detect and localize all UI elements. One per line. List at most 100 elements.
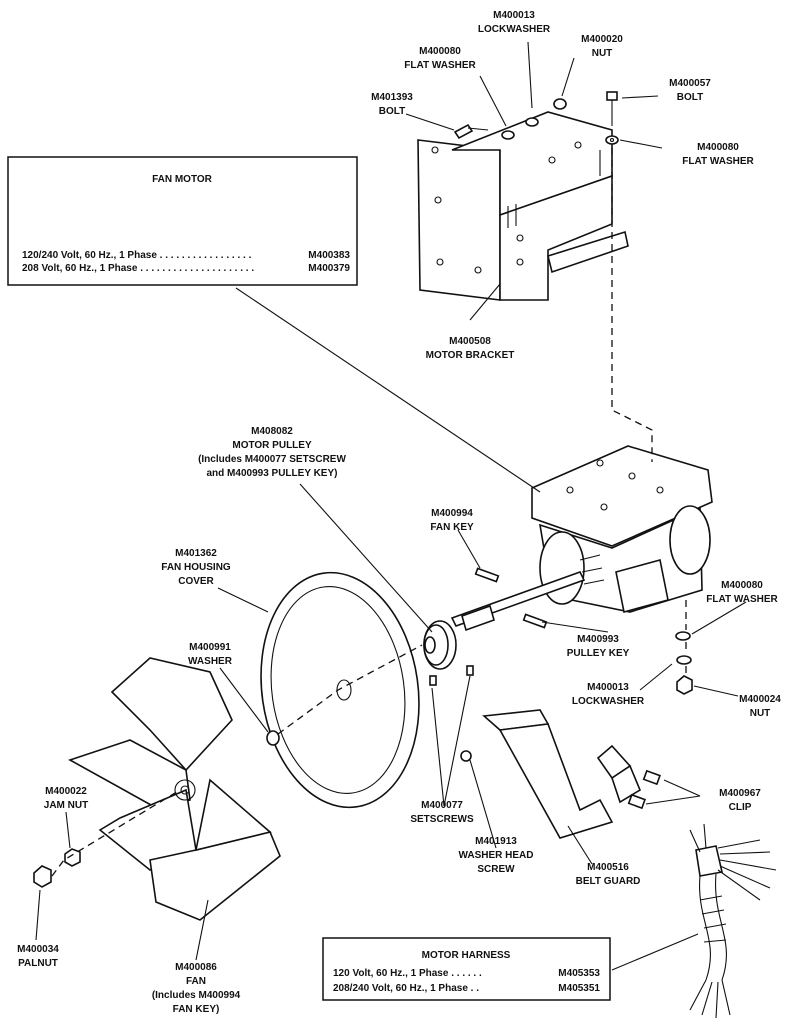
svg-text:PALNUT: PALNUT xyxy=(18,958,58,969)
svg-text:FAN KEY: FAN KEY xyxy=(430,522,474,533)
label-fan: M400086 FAN (Includes M400994 FAN KEY) xyxy=(152,962,241,1015)
washer-head-screw-drawing xyxy=(460,750,472,762)
leader-lines xyxy=(35,41,747,971)
fan-motor-title: FAN MOTOR xyxy=(152,174,213,185)
svg-text:M400077: M400077 xyxy=(421,800,463,811)
top-hardware-drawing xyxy=(453,91,619,145)
lockwasher-lower-drawing xyxy=(676,655,692,665)
label-bolt-top-right: M400057 BOLT xyxy=(669,78,711,103)
svg-text:FLAT WASHER: FLAT WASHER xyxy=(706,594,778,605)
svg-text:LOCKWASHER: LOCKWASHER xyxy=(572,696,645,707)
svg-text:M401913: M401913 xyxy=(475,836,517,847)
svg-text:COVER: COVER xyxy=(178,576,214,587)
label-lockwasher-lower: M400013 LOCKWASHER xyxy=(572,682,645,707)
fan-housing-cover-drawing xyxy=(260,571,420,809)
svg-text:M400013: M400013 xyxy=(493,10,535,21)
svg-text:(Includes M400994: (Includes M400994 xyxy=(152,990,241,1001)
svg-text:BOLT: BOLT xyxy=(677,92,703,103)
svg-text:M400508: M400508 xyxy=(449,336,491,347)
svg-text:(Includes M400077 SETSCREW: (Includes M400077 SETSCREW xyxy=(198,454,346,465)
belt-guard-drawing xyxy=(482,709,642,839)
part-labels: M400013 LOCKWASHER M400020 NUT M400080 F… xyxy=(17,10,781,1015)
motor-bracket-drawing xyxy=(417,111,629,301)
washer-drawing xyxy=(266,730,280,746)
assembly-centerlines xyxy=(51,148,687,877)
setscrew-2-drawing xyxy=(466,665,474,676)
svg-text:MOTOR BRACKET: MOTOR BRACKET xyxy=(426,350,515,361)
fan-motor-row-2-desc: 208 Volt, 60 Hz., 1 Phase . . . . . . . … xyxy=(22,263,254,274)
svg-text:M400080: M400080 xyxy=(721,580,763,591)
motor-harness-row-1-part: M405353 xyxy=(558,968,600,979)
svg-text:PULLEY KEY: PULLEY KEY xyxy=(567,648,630,659)
svg-text:and M400993 PULLEY KEY): and M400993 PULLEY KEY) xyxy=(207,468,338,479)
svg-text:NUT: NUT xyxy=(750,708,771,719)
label-belt-guard: M400516 BELT GUARD xyxy=(576,862,641,887)
svg-text:JAM NUT: JAM NUT xyxy=(44,800,88,811)
pulley-key-drawing xyxy=(522,613,548,629)
svg-text:M400080: M400080 xyxy=(697,142,739,153)
palnut-drawing xyxy=(33,865,52,888)
clip-1-drawing xyxy=(642,769,661,786)
svg-text:M401393: M401393 xyxy=(371,92,413,103)
setscrew-1-drawing xyxy=(429,675,437,686)
svg-text:MOTOR PULLEY: MOTOR PULLEY xyxy=(232,440,312,451)
fan-drawing xyxy=(68,657,281,921)
label-washer: M400991 WASHER xyxy=(188,642,233,667)
svg-text:M400022: M400022 xyxy=(45,786,87,797)
svg-text:M401362: M401362 xyxy=(175,548,217,559)
nut-lower-drawing xyxy=(676,675,693,695)
label-nut-top: M400020 NUT xyxy=(581,34,623,59)
fan-motor-table: FAN MOTOR 120/240 Volt, 60 Hz., 1 Phase … xyxy=(7,156,358,286)
svg-text:M400993: M400993 xyxy=(577,634,619,645)
label-motor-bracket: M400508 MOTOR BRACKET xyxy=(426,336,515,361)
svg-text:BELT GUARD: BELT GUARD xyxy=(576,876,641,887)
svg-text:LOCKWASHER: LOCKWASHER xyxy=(478,24,551,35)
svg-text:BOLT: BOLT xyxy=(379,106,405,117)
motor-harness-row-2-part: M405351 xyxy=(558,983,600,994)
svg-text:SETSCREWS: SETSCREWS xyxy=(410,814,474,825)
svg-text:M400516: M400516 xyxy=(587,862,629,873)
label-bolt-top-left: M401393 BOLT xyxy=(371,92,413,117)
clip-2-drawing xyxy=(627,793,646,810)
label-pulley-key: M400993 PULLEY KEY xyxy=(567,634,630,659)
motor-harness-title: MOTOR HARNESS xyxy=(422,950,511,961)
label-setscrews: M400077 SETSCREWS xyxy=(410,800,474,825)
label-motor-pulley: M408082 MOTOR PULLEY (Includes M400077 S… xyxy=(198,426,346,479)
fan-motor-row-1-part: M400383 xyxy=(308,250,350,261)
svg-text:FAN: FAN xyxy=(186,976,206,987)
motor-harness-row-1-desc: 120 Volt, 60 Hz., 1 Phase . . . . . . xyxy=(333,968,482,979)
svg-text:M400034: M400034 xyxy=(17,944,59,955)
svg-text:SCREW: SCREW xyxy=(477,864,515,875)
label-palnut: M400034 PALNUT xyxy=(17,944,59,969)
svg-text:WASHER HEAD: WASHER HEAD xyxy=(458,850,533,861)
svg-text:FLAT WASHER: FLAT WASHER xyxy=(682,156,754,167)
svg-text:WASHER: WASHER xyxy=(188,656,233,667)
fan-key-drawing xyxy=(474,567,500,583)
fan-motor-drawing xyxy=(450,445,713,632)
svg-text:FLAT WASHER: FLAT WASHER xyxy=(404,60,476,71)
svg-text:M400057: M400057 xyxy=(669,78,711,89)
label-nut-lower: M400024 NUT xyxy=(739,694,781,719)
svg-text:M400020: M400020 xyxy=(581,34,623,45)
label-washer-head-screw: M401913 WASHER HEAD SCREW xyxy=(458,836,533,875)
motor-harness-row-2-desc: 208/240 Volt, 60 Hz., 1 Phase . . xyxy=(333,983,479,994)
svg-text:M400994: M400994 xyxy=(431,508,473,519)
svg-text:M400967: M400967 xyxy=(719,788,761,799)
fan-motor-row-1-desc: 120/240 Volt, 60 Hz., 1 Phase . . . . . … xyxy=(22,250,252,261)
svg-text:NUT: NUT xyxy=(592,48,613,59)
svg-text:M400013: M400013 xyxy=(587,682,629,693)
motor-harness-drawing xyxy=(689,823,777,1019)
label-jam-nut: M400022 JAM NUT xyxy=(44,786,88,811)
label-flat-washer-right: M400080 FLAT WASHER xyxy=(682,142,754,167)
motor-harness-table: MOTOR HARNESS 120 Volt, 60 Hz., 1 Phase … xyxy=(322,937,611,1001)
label-flat-washer-top: M400080 FLAT WASHER xyxy=(404,46,476,71)
jam-nut-drawing xyxy=(64,848,81,867)
svg-text:M408082: M408082 xyxy=(251,426,293,437)
svg-text:M400086: M400086 xyxy=(175,962,217,973)
label-fan-key: M400994 FAN KEY xyxy=(430,508,474,533)
svg-text:FAN HOUSING: FAN HOUSING xyxy=(161,562,231,573)
svg-text:M400080: M400080 xyxy=(419,46,461,57)
label-flat-washer-lower: M400080 FLAT WASHER xyxy=(706,580,778,605)
label-lockwasher-top: M400013 LOCKWASHER xyxy=(478,10,551,35)
